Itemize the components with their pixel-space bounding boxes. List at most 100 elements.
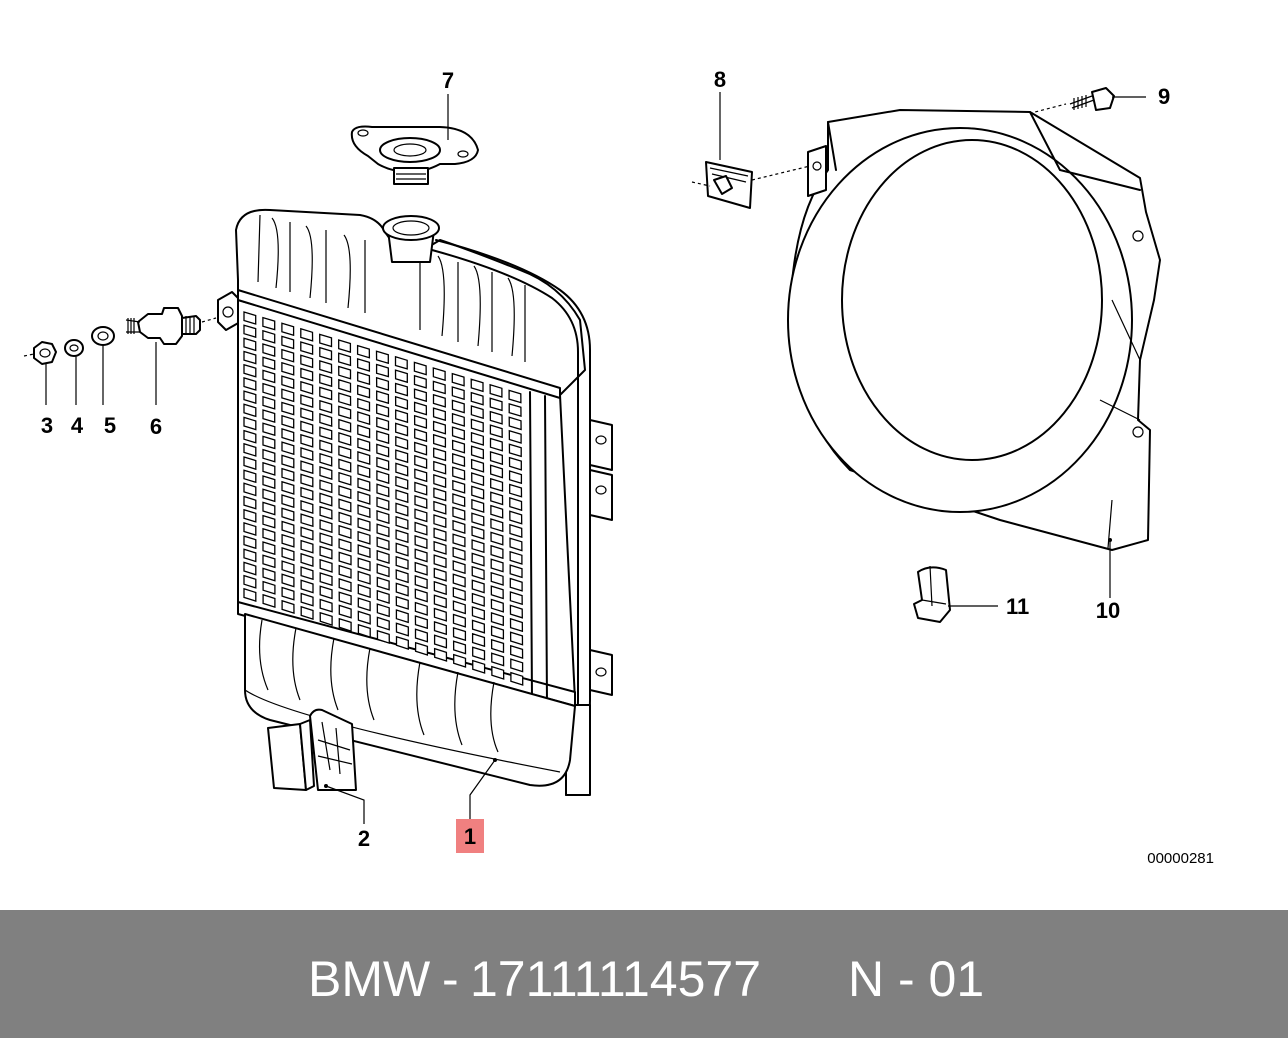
fin-cell — [471, 472, 485, 487]
fin-cell — [243, 535, 257, 550]
fin-cell — [319, 598, 333, 613]
fin-cell — [338, 432, 352, 446]
fin-cell — [357, 437, 371, 452]
footer-separator: - — [442, 951, 459, 1007]
fin-cell — [281, 467, 295, 482]
fin-cell — [262, 527, 276, 542]
fin-cell — [472, 659, 486, 674]
fin-cell — [357, 424, 371, 439]
fin-cell — [262, 422, 276, 437]
fin-cell — [414, 481, 428, 496]
fin-cell — [357, 384, 371, 399]
fin-cell — [319, 333, 333, 348]
fin-cell — [262, 435, 276, 450]
fin-cell — [452, 586, 466, 601]
fin-cell — [414, 601, 428, 616]
label-6: 6 — [150, 414, 162, 439]
fin-cell — [319, 611, 333, 626]
fin-cell — [414, 575, 428, 590]
fin-cell — [509, 510, 523, 525]
fin-cell — [451, 439, 466, 454]
fin-cell — [243, 350, 257, 365]
fin-cell — [319, 505, 333, 520]
fin-cell — [510, 658, 524, 673]
fin-cell — [395, 569, 409, 584]
fin-cell — [432, 433, 447, 448]
fin-cell — [319, 466, 333, 480]
fin-cell — [338, 538, 352, 553]
fin-cell — [508, 470, 523, 485]
fin-cell — [509, 604, 523, 619]
fin-cell — [262, 343, 276, 357]
fin-cell — [451, 412, 465, 427]
fin-cell — [319, 519, 333, 534]
fin-cell — [262, 580, 276, 595]
fin-cell — [395, 462, 409, 477]
fin-cell — [300, 327, 314, 342]
fin-cell — [300, 605, 314, 620]
fin-cell — [319, 452, 333, 467]
fin-cell — [508, 416, 522, 431]
label-8: 8 — [714, 67, 726, 92]
fin-cell — [452, 466, 466, 481]
fin-cell — [357, 517, 371, 532]
fin-cell — [413, 374, 427, 389]
fin-cell — [319, 532, 333, 547]
radiator-cap-part — [350, 94, 479, 185]
fin-cell — [395, 609, 409, 624]
fin-cell — [510, 671, 524, 686]
fin-cell — [356, 344, 371, 359]
label-7: 7 — [442, 68, 454, 93]
fin-cell — [357, 557, 371, 572]
fin-cell — [395, 489, 409, 504]
fin-cell — [414, 615, 428, 630]
fin-cell — [338, 564, 352, 579]
fin-cell — [433, 460, 447, 475]
fin-cell — [414, 561, 428, 576]
fin-cell — [413, 414, 428, 429]
fin-cell — [395, 515, 409, 530]
fin-cell — [490, 477, 504, 492]
fin-cell — [281, 441, 295, 456]
fin-cell — [243, 416, 257, 431]
fin-cell — [357, 504, 371, 519]
fin-cell — [432, 380, 446, 395]
fin-cell — [376, 576, 390, 591]
fin-cell — [395, 502, 409, 517]
fin-cell — [452, 533, 466, 548]
fin-cell — [471, 565, 485, 581]
fin-cell — [243, 442, 257, 457]
fin-cell — [262, 316, 276, 331]
fin-cell — [243, 363, 257, 378]
fin-cell — [491, 665, 505, 680]
fin-cell — [262, 554, 276, 569]
label-9: 9 — [1158, 84, 1170, 109]
fin-cell — [471, 485, 485, 500]
fin-cell — [281, 520, 295, 535]
radiator-part — [217, 208, 613, 822]
fin-cell — [471, 632, 486, 648]
fin-cell — [262, 567, 276, 582]
fin-cell — [509, 483, 523, 498]
fin-cell — [262, 488, 276, 503]
fin-cell — [300, 447, 314, 461]
rubber-mount-part — [125, 307, 217, 405]
fin-cell — [414, 641, 429, 656]
fin-cell — [395, 475, 409, 490]
fin-cell — [471, 512, 485, 527]
label-3: 3 — [41, 413, 53, 438]
fin-cell — [338, 511, 352, 526]
fin-cell — [319, 545, 333, 560]
fin-cell — [338, 378, 352, 393]
fin-cell — [376, 536, 390, 551]
fin-cell — [300, 473, 314, 488]
fin-cell — [508, 389, 522, 404]
fin-cell — [262, 369, 276, 384]
fin-cell — [509, 617, 524, 633]
fin-cell — [413, 361, 427, 376]
fin-cell — [376, 390, 390, 405]
fin-cell — [414, 628, 429, 643]
fin-cell — [489, 437, 503, 452]
fin-cell — [262, 395, 276, 410]
fin-cell — [509, 591, 523, 606]
